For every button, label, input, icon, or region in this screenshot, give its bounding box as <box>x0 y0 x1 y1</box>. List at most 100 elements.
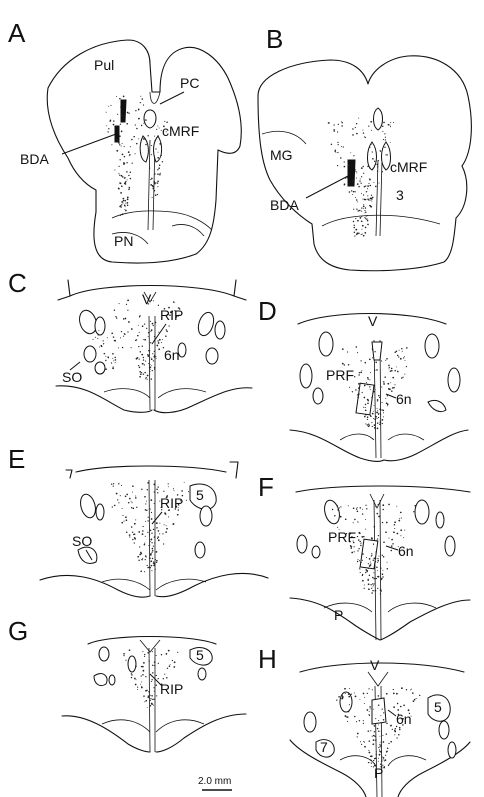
labeled-cell-dot <box>370 730 371 731</box>
labeled-cell-dot <box>372 426 373 427</box>
labeled-cell-dot <box>357 550 358 551</box>
labeled-cell-dot <box>367 377 369 379</box>
labeled-cell-dot <box>337 152 338 153</box>
labeled-cell-dot <box>158 305 159 306</box>
labeled-cell-dot <box>133 534 134 535</box>
labeled-cell-dot <box>148 336 149 337</box>
labeled-cell-dot <box>341 146 342 147</box>
labeled-cell-dot <box>363 173 364 174</box>
labeled-cell-dot <box>163 491 164 492</box>
labeled-cell-dot <box>368 563 369 564</box>
labeled-cell-dot <box>360 217 362 219</box>
labeled-cell-dot <box>369 565 371 567</box>
labeled-cell-dot <box>177 514 179 516</box>
labeled-cell-dot <box>142 526 143 527</box>
labeled-cell-dot <box>359 720 360 721</box>
labeled-cell-dot <box>152 672 153 673</box>
labeled-cell-dot <box>344 364 345 365</box>
labeled-cell-dot <box>154 136 155 137</box>
labeled-cell-dot <box>379 746 380 747</box>
labeled-cell-dot <box>164 512 166 514</box>
labeled-cell-dot <box>355 197 356 198</box>
labeled-cell-dot <box>149 168 150 169</box>
labeled-cell-dot <box>344 166 346 168</box>
labeled-cell-dot <box>347 716 349 718</box>
labeled-cell-dot <box>147 135 148 136</box>
labeled-cell-dot <box>154 182 156 184</box>
labeled-cell-dot <box>369 706 371 708</box>
panel-g: G 5 RIP <box>8 616 246 752</box>
labeled-cell-dot <box>354 169 355 170</box>
labeled-cell-dot <box>355 389 356 390</box>
labeled-cell-dot <box>120 215 121 216</box>
labeled-cell-dot <box>367 579 369 581</box>
labeled-cell-dot <box>366 218 367 219</box>
labeled-cell-dot <box>341 121 342 122</box>
labeled-cell-dot <box>382 171 383 172</box>
labeled-cell-dot <box>352 134 354 136</box>
labeled-cell-dot <box>377 401 378 402</box>
labeled-cell-dot <box>368 583 370 585</box>
labeled-cell-dot <box>158 663 159 664</box>
labeled-cell-dot <box>155 148 156 149</box>
labeled-cell-dot <box>363 208 364 209</box>
labeled-cell-dot <box>352 391 353 392</box>
labeled-cell-dot <box>127 197 129 199</box>
labeled-cell-dot <box>375 551 376 552</box>
label-d-v: V <box>368 313 378 329</box>
labeled-cell-dot <box>149 544 150 545</box>
labeled-cell-dot <box>151 358 153 360</box>
labeled-cell-dot <box>139 376 141 378</box>
labeled-cell-dot <box>156 129 157 130</box>
labeled-cell-dot <box>145 536 146 537</box>
labeled-cell-dot <box>184 482 185 483</box>
labeled-cell-dot <box>143 695 145 697</box>
labeled-cell-dot <box>152 558 153 559</box>
labeled-cell-dot <box>367 570 369 572</box>
labeled-cell-dot <box>355 346 357 348</box>
labeled-cell-dot <box>118 188 120 190</box>
labeled-cell-dot <box>114 340 115 341</box>
labeled-cell-dot <box>354 191 355 192</box>
labeled-cell-dot <box>150 539 152 541</box>
labeled-cell-dot <box>368 688 369 689</box>
labeled-cell-dot <box>142 666 144 668</box>
mg-boundary-b <box>262 131 306 144</box>
labeled-cell-dot <box>153 300 154 301</box>
labeled-cell-dot <box>367 185 368 186</box>
labeled-cell-dot <box>356 721 357 722</box>
labeled-cell-dot <box>109 120 110 121</box>
labeled-cell-dot <box>362 392 363 393</box>
labeled-cell-dot <box>380 742 381 743</box>
labeled-cell-dot <box>139 546 140 547</box>
labeled-cell-dot <box>142 530 144 532</box>
labeled-cell-dot <box>127 331 128 332</box>
labeled-cell-dot <box>398 356 399 357</box>
labeled-cell-dot <box>122 213 124 215</box>
labeled-cell-dot <box>123 653 125 655</box>
labeled-cell-dot <box>394 528 395 529</box>
labeled-cell-dot <box>157 194 158 195</box>
labeled-cell-dot <box>166 329 167 330</box>
labeled-cell-dot <box>126 123 128 125</box>
labeled-cell-dot <box>335 150 336 151</box>
labeled-cell-dot <box>145 119 146 120</box>
labeled-cell-dot <box>364 584 365 585</box>
labeled-cell-dot <box>121 185 123 187</box>
labeled-cell-dot <box>344 161 345 162</box>
labeled-cell-dot <box>358 232 360 234</box>
labeled-cell-dot <box>387 747 389 749</box>
panel-letter-h: H <box>258 644 277 674</box>
labeled-cell-dot <box>353 165 354 166</box>
labeled-cell-dot <box>166 525 167 526</box>
labeled-cell-dot <box>340 516 342 518</box>
labeled-cell-dot <box>134 542 135 543</box>
label-e-so: SO <box>72 533 92 549</box>
labeled-cell-dot <box>414 699 416 701</box>
labeled-cell-dot <box>413 700 415 702</box>
labeled-cell-dot <box>376 369 378 371</box>
labeled-cell-dot <box>372 689 373 690</box>
scale-bar: 2.0 mm <box>198 776 232 790</box>
labeled-cell-dot <box>372 413 374 415</box>
panel-letter-d: D <box>258 296 277 326</box>
